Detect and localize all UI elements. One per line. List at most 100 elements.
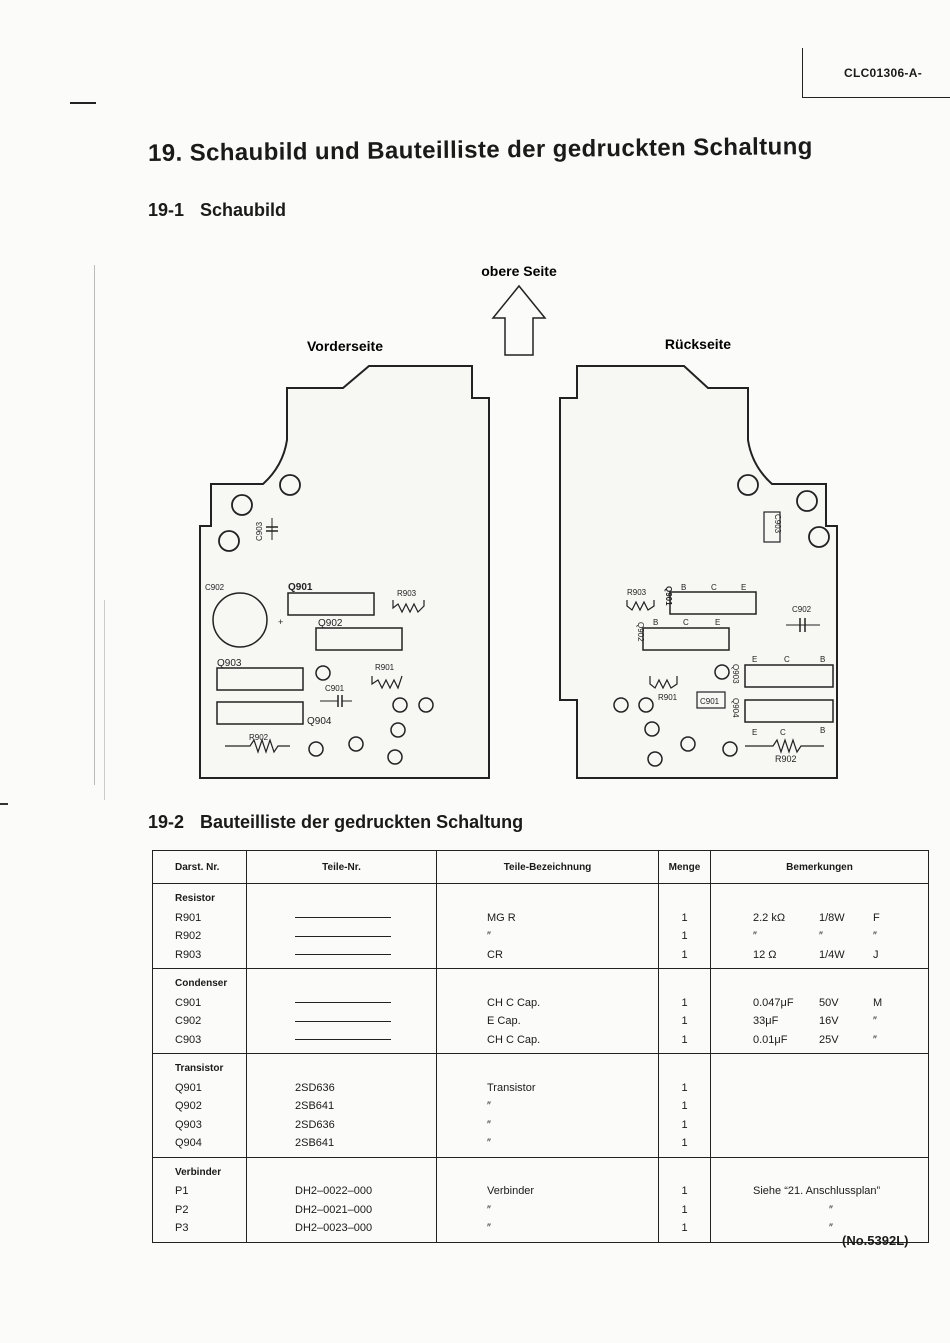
table-row-group: Condenser C901 C902 C903 CH C Cap. E Cap… bbox=[152, 968, 929, 1054]
ref: R901 bbox=[175, 911, 202, 924]
pin-b: B bbox=[820, 726, 825, 735]
blank-part-rule bbox=[295, 954, 391, 956]
remark: ″ bbox=[753, 930, 757, 942]
part-label-r901-back: R901 bbox=[658, 693, 678, 702]
part-label-c903: C903 bbox=[255, 521, 264, 541]
ref: C901 bbox=[175, 996, 202, 1009]
pin-b: B bbox=[653, 618, 658, 627]
blank-part-rule bbox=[295, 1020, 391, 1022]
section-title: Schaubild bbox=[200, 200, 287, 220]
part-label-q904: Q904 bbox=[307, 716, 332, 727]
remark: 1/8W bbox=[819, 911, 845, 924]
document-number: (No.5392L) bbox=[842, 1233, 909, 1248]
desc: CH C Cap. bbox=[487, 1033, 541, 1046]
blank-part-rule bbox=[295, 1039, 391, 1041]
back-board: C903 R903 Q901 B C E C902 Q902 B C E Q90… bbox=[559, 365, 838, 779]
front-board: C903 + C902 Q901 R903 Q902 Q903 R901 C90… bbox=[199, 365, 490, 779]
desc: ″ bbox=[487, 1137, 491, 1149]
svg-text:+: + bbox=[278, 617, 283, 627]
up-arrow-icon bbox=[491, 284, 547, 356]
part-label-r901: R901 bbox=[375, 663, 395, 672]
ref: P1 bbox=[175, 1185, 189, 1197]
part-label-q904-back: Q904 bbox=[731, 698, 740, 718]
part-label-c901: C901 bbox=[325, 684, 345, 693]
margin-line bbox=[94, 265, 95, 785]
desc: ″ bbox=[487, 1118, 491, 1131]
desc: CH C Cap. bbox=[487, 996, 541, 1009]
part-number: 2SB641 bbox=[295, 1100, 335, 1112]
ref: C902 bbox=[175, 1015, 202, 1027]
qty: 1 bbox=[681, 1203, 688, 1216]
remark: M bbox=[873, 996, 883, 1009]
pin-e: E bbox=[715, 618, 720, 627]
part-label-q901-back: Q901 bbox=[664, 586, 673, 606]
remark: F bbox=[873, 911, 880, 924]
margin-line bbox=[104, 600, 105, 800]
part-label-c902-back: C902 bbox=[792, 605, 812, 614]
qty: 1 bbox=[681, 1100, 688, 1112]
table-row-group: Transistor Q901 Q902 Q903 Q904 2SD636 2S… bbox=[152, 1053, 929, 1158]
ref: Q903 bbox=[175, 1118, 202, 1131]
section-number: 19-1 bbox=[148, 200, 185, 220]
remark: 33μF bbox=[753, 1015, 779, 1027]
qty: 1 bbox=[681, 1137, 688, 1149]
label-top-side: obere Seite bbox=[481, 263, 557, 279]
remark: ″ bbox=[873, 1033, 877, 1046]
part-number: 2SD636 bbox=[295, 1118, 335, 1131]
remark: 50V bbox=[819, 996, 839, 1009]
desc: ″ bbox=[487, 1222, 491, 1234]
part-number: DH2–0022–000 bbox=[295, 1185, 373, 1197]
group-name: Condenser bbox=[175, 978, 228, 989]
qty: 1 bbox=[681, 996, 688, 1009]
part-label-c901-back: C901 bbox=[700, 697, 720, 706]
remark: 2.2 kΩ bbox=[753, 911, 786, 924]
page-title: 19. Schaubild und Bauteilliste der gedru… bbox=[147, 133, 813, 167]
col-header: Teile-Bezeichnung bbox=[436, 850, 659, 884]
desc: E Cap. bbox=[487, 1015, 521, 1027]
col-header: Bemerkungen bbox=[710, 850, 929, 884]
qty: 1 bbox=[681, 948, 688, 961]
remark: 12 Ω bbox=[753, 948, 777, 961]
part-label-q903: Q903 bbox=[217, 658, 242, 669]
desc: Transistor bbox=[487, 1081, 536, 1094]
ref: C903 bbox=[175, 1033, 202, 1046]
pin-e: E bbox=[752, 655, 757, 664]
pin-e: E bbox=[752, 728, 757, 737]
remark: 0.047μF bbox=[753, 996, 794, 1009]
remark: ″ bbox=[873, 1015, 877, 1027]
part-label-r903: R903 bbox=[397, 589, 417, 598]
ref: P3 bbox=[175, 1222, 189, 1234]
part-label-q903-back: Q903 bbox=[731, 664, 740, 684]
col-header: Darst. Nr. bbox=[152, 850, 247, 884]
blank-part-rule bbox=[295, 1002, 391, 1004]
margin-dash bbox=[0, 803, 8, 805]
pin-c: C bbox=[780, 728, 786, 737]
desc: ″ bbox=[487, 1100, 491, 1112]
section-number: 19-2 bbox=[148, 812, 185, 832]
part-label-c902: C902 bbox=[205, 583, 225, 592]
remark: 0.01μF bbox=[753, 1033, 788, 1046]
part-label-r903-back: R903 bbox=[627, 588, 647, 597]
table-header-row: Darst. Nr. Teile-Nr. Teile-Bezeichnung M… bbox=[152, 850, 929, 884]
col-header: Menge bbox=[658, 850, 711, 884]
remark: J bbox=[873, 948, 879, 961]
ref: R903 bbox=[175, 948, 202, 961]
margin-dash bbox=[70, 102, 96, 104]
remark: ″ bbox=[829, 1203, 833, 1216]
blank-part-rule bbox=[295, 935, 391, 937]
pin-c: C bbox=[784, 655, 790, 664]
col-header: Teile-Nr. bbox=[246, 850, 437, 884]
remark: ″ bbox=[819, 930, 823, 942]
pin-e: E bbox=[741, 583, 746, 592]
qty: 1 bbox=[681, 1118, 688, 1131]
remark: ″ bbox=[829, 1222, 833, 1234]
desc: CR bbox=[487, 948, 503, 961]
group-name: Transistor bbox=[175, 1063, 224, 1074]
part-label-r902: R902 bbox=[249, 733, 269, 742]
table-row-group: Verbinder P1 P2 P3 DH2–0022–000 DH2–0021… bbox=[152, 1157, 929, 1243]
remark: ″ bbox=[873, 930, 877, 942]
part-number: DH2–0021–000 bbox=[295, 1203, 373, 1216]
desc: ″ bbox=[487, 1203, 491, 1216]
remark: 1/4W bbox=[819, 948, 845, 961]
parts-table: Darst. Nr. Teile-Nr. Teile-Bezeichnung M… bbox=[152, 850, 929, 1243]
